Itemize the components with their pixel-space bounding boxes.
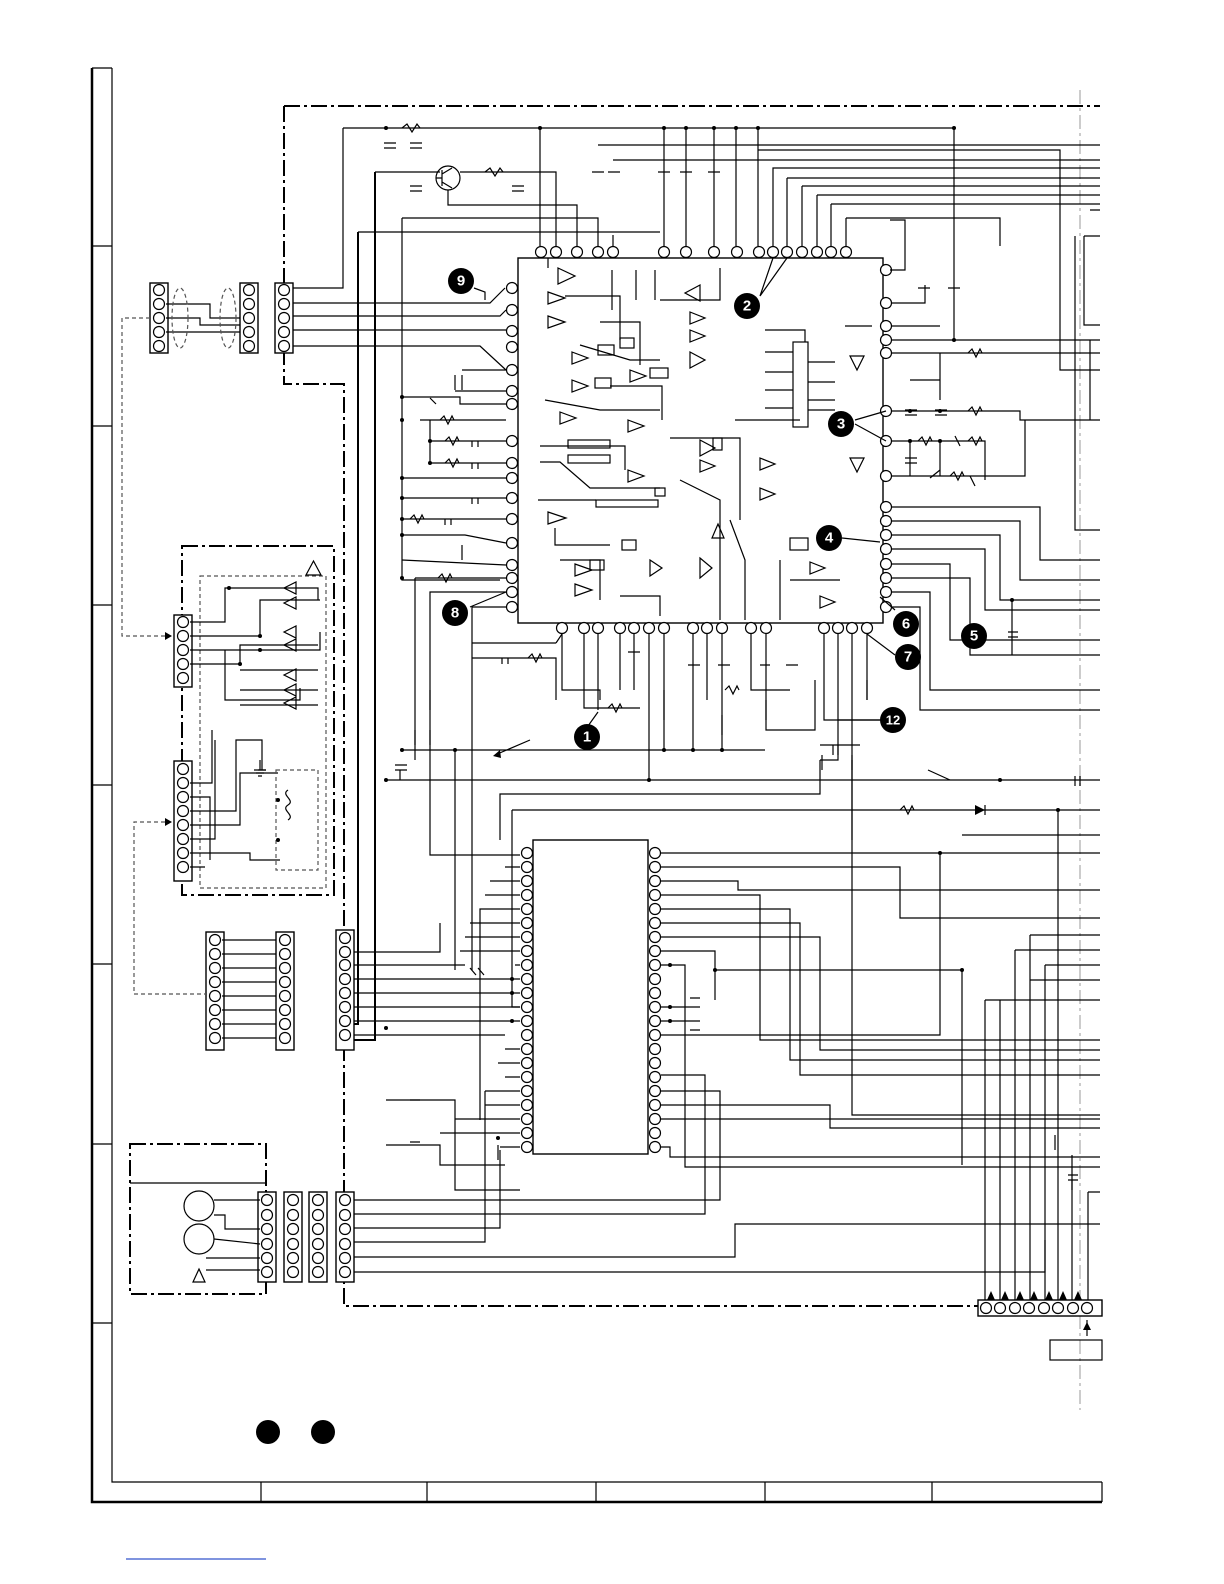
callout-4-label: 4 xyxy=(825,530,834,547)
callout-7: 7 xyxy=(895,644,921,670)
callout-3: 3 xyxy=(828,411,854,437)
connector-top-left xyxy=(150,283,293,353)
callout-2: 2 xyxy=(734,293,760,319)
callout-4: 4 xyxy=(816,525,842,551)
callout-7-label: 7 xyxy=(904,649,912,666)
callout-8: 8 xyxy=(442,600,468,626)
callout-6-label: 6 xyxy=(902,616,910,633)
main-ic-top-pins xyxy=(536,247,852,258)
callout-1: 1 xyxy=(574,724,600,750)
callout-8-label: 8 xyxy=(451,605,459,622)
main-ic xyxy=(518,258,883,623)
callout-5: 5 xyxy=(961,623,987,649)
callout-1-label: 1 xyxy=(583,729,591,746)
connector-middle-left xyxy=(206,930,354,1050)
filled-dot-icon xyxy=(256,1420,280,1444)
wiring-second-left xyxy=(352,867,1100,1272)
callout-5-label: 5 xyxy=(970,628,978,645)
main-ic-left-pins xyxy=(507,283,518,613)
wiring-left-main xyxy=(402,370,520,970)
callout-2-label: 2 xyxy=(743,298,751,315)
callout-12: 12 xyxy=(880,707,906,733)
transistor-icon xyxy=(436,166,460,190)
callout-12-label: 12 xyxy=(886,713,900,728)
filled-dot-icon xyxy=(311,1420,335,1444)
motor-section xyxy=(130,1144,354,1294)
left-signal-paths xyxy=(122,318,206,994)
power-section xyxy=(174,546,334,895)
wiring-second-right xyxy=(661,835,1100,1300)
callout-9: 9 xyxy=(448,268,474,294)
second-ic xyxy=(533,840,648,1154)
callout-9-label: 9 xyxy=(457,273,465,290)
main-ic-bottom-pins xyxy=(557,623,873,634)
callout-3-label: 3 xyxy=(837,416,845,433)
callout-6: 6 xyxy=(893,611,919,637)
